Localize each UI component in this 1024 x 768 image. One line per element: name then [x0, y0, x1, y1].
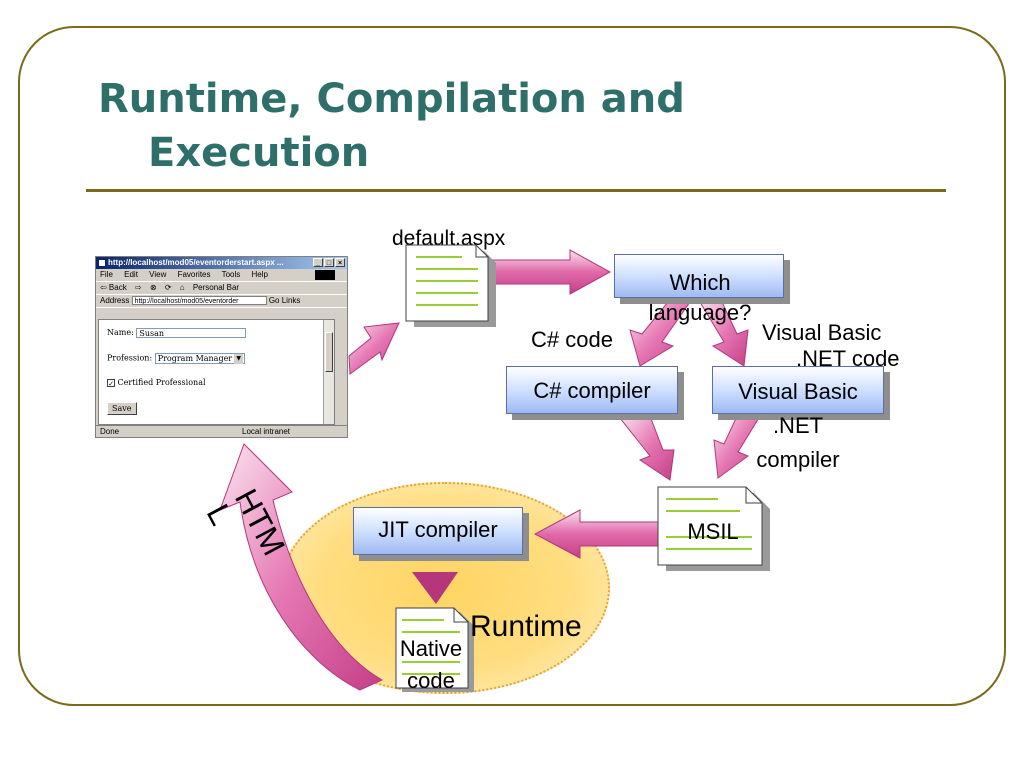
native-code-document-icon: [395, 607, 474, 692]
browser-content: Name: Susan Profession: Program Manager …: [98, 319, 335, 425]
address-label: Address: [100, 296, 130, 305]
name-row: Name: Susan: [107, 328, 247, 338]
menu-edit[interactable]: Edit: [124, 270, 138, 279]
csharp-code-label: C# code: [531, 327, 613, 352]
arrow-csharp-to-msil: [619, 415, 675, 481]
status-zone: Local intranet: [242, 427, 291, 436]
arrow-jit-to-native: [412, 572, 458, 604]
profession-label: Profession:: [107, 353, 153, 363]
browser-toolbar: ⇦ Back ⇨ ⊗ ⟳ ⌂ Personal Bar: [96, 282, 347, 295]
default-aspx-label: default.aspx: [392, 227, 506, 250]
forward-button[interactable]: ⇨: [134, 283, 142, 292]
back-button[interactable]: ⇦ Back: [100, 283, 127, 292]
windows-logo-icon: [315, 270, 335, 280]
certified-checkbox[interactable]: ✓: [107, 379, 115, 388]
slide-title: Runtime, Compilation and Execution: [98, 72, 685, 180]
name-label: Name:: [107, 328, 134, 337]
vb-code-label: Visual Basic .NET code: [762, 320, 900, 372]
vb-compiler-line-1: Visual Basic: [738, 379, 858, 404]
close-icon[interactable]: ×: [335, 258, 345, 267]
browser-addressbar: Address http://localhost/mod05/eventorde…: [96, 295, 347, 308]
aspx-document-icon: [405, 244, 496, 327]
address-input[interactable]: http://localhost/mod05/eventorder: [131, 296, 267, 306]
arrow-html-to-browser: [219, 443, 384, 691]
arrow-vb-to-msil: [713, 413, 761, 479]
home-icon[interactable]: ⌂: [179, 283, 185, 292]
msil-document-icon: [657, 486, 770, 571]
profession-row: Profession: Program Manager: [107, 353, 246, 364]
arrow-language-to-csharp: [629, 301, 691, 367]
vb-compiler-line-3: compiler: [756, 447, 840, 472]
browser-scrollbar[interactable]: [323, 320, 334, 424]
title-line-1: Runtime, Compilation and: [98, 76, 685, 122]
stop-icon[interactable]: ⊗: [149, 283, 157, 292]
msil-label: MSIL: [687, 519, 739, 544]
vb-compiler-label: Visual Basic .NET compiler: [712, 375, 884, 477]
certified-label: Certified Professional: [117, 378, 206, 387]
slide-frame: [18, 26, 1006, 706]
status-done: Done: [100, 427, 120, 436]
profession-select[interactable]: Program Manager: [154, 353, 246, 364]
arrow-page-to-language: [491, 249, 612, 295]
menu-help[interactable]: Help: [251, 270, 268, 279]
personal-bar-button[interactable]: Personal Bar: [192, 283, 240, 292]
csharp-compiler-label: C# compiler: [533, 378, 651, 403]
certified-row: ✓ Certified Professional: [107, 378, 206, 388]
browser-window: http://localhost/mod05/eventorderstart.a…: [95, 256, 348, 438]
menu-favorites[interactable]: Favorites: [177, 270, 211, 279]
jit-compiler-label: JIT compiler: [378, 517, 498, 542]
vb-compiler-box: [712, 366, 884, 414]
title-line-2: Execution: [148, 130, 370, 176]
browser-menubar: File Edit View Favorites Tools Help: [96, 269, 347, 282]
browser-title: http://localhost/mod05/eventorderstart.a…: [108, 258, 284, 267]
vb-compiler-line-2: .NET: [772, 413, 824, 438]
menu-view[interactable]: View: [149, 270, 167, 279]
minimize-icon[interactable]: _: [313, 258, 323, 267]
which-language-label: Which language?: [648, 270, 752, 325]
native-code-label: Native code: [399, 636, 463, 693]
refresh-icon[interactable]: ⟳: [164, 283, 172, 292]
jit-compiler-box: [353, 507, 523, 555]
runtime-label: Runtime: [470, 610, 582, 643]
arrow-language-to-vb: [699, 301, 749, 367]
name-input[interactable]: Susan: [136, 328, 247, 338]
save-button[interactable]: Save: [107, 402, 137, 415]
vb-code-line-1: Visual Basic: [762, 320, 882, 345]
csharp-compiler-box: [506, 366, 678, 414]
title-rule: [86, 189, 946, 192]
links-button[interactable]: Links: [281, 296, 301, 305]
arrow-msil-to-jit: [533, 509, 659, 559]
which-language-box: [614, 254, 784, 298]
menu-tools[interactable]: Tools: [221, 270, 241, 279]
browser-ie-icon: [98, 259, 106, 267]
save-row: Save: [107, 402, 137, 415]
browser-titlebar: http://localhost/mod05/eventorderstart.a…: [96, 257, 347, 269]
maximize-icon[interactable]: □: [324, 258, 334, 267]
menu-file[interactable]: File: [100, 270, 113, 279]
go-button[interactable]: Go: [268, 296, 280, 305]
arrow-browser-to-page: [348, 322, 400, 375]
browser-statusbar: Done Local intranet: [96, 425, 347, 437]
